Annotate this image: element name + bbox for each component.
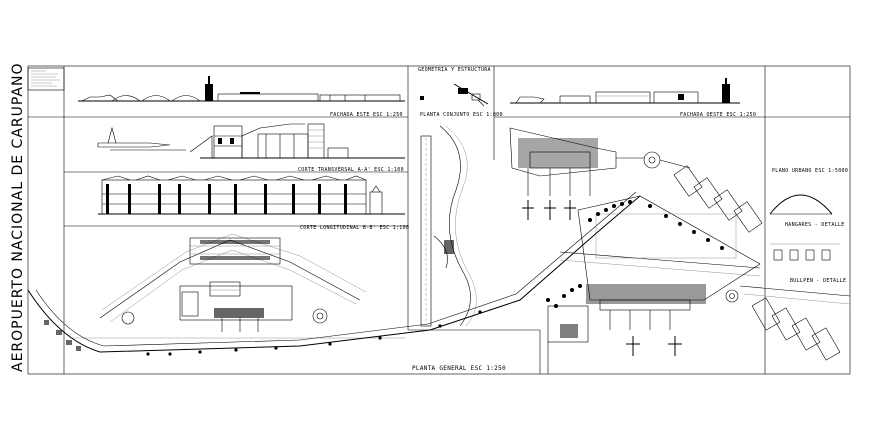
- label-planta-conjunto: PLANTA CONJUNTO ESC 1:800: [420, 112, 503, 118]
- section-corte-aircraft: [97, 123, 405, 159]
- geometria-diagram: [420, 83, 489, 107]
- label-fachada-este: FACHADA ESTE ESC 1:250: [330, 112, 403, 118]
- upper-aircraft: [522, 200, 576, 220]
- upper-hangars: [673, 165, 763, 233]
- label-fachada-oeste: FACHADA OESTE ESC 1:250: [680, 112, 756, 118]
- label-geometria: GEOMETRIA Y ESTRUCTURA: [418, 67, 491, 73]
- label-hangares: HANGARES - DETALLE: [785, 222, 845, 228]
- plan-terminal-left: [70, 233, 405, 339]
- project-title: AEROPUERTO NACIONAL DE CARUPANO: [10, 63, 26, 372]
- frame-lines: [27, 65, 851, 375]
- lower-left-buildings: [44, 310, 482, 356]
- site-plan-general: [27, 191, 851, 374]
- site-gates: [609, 310, 671, 330]
- site-trees: [546, 200, 724, 308]
- plano-urbano-detail: [769, 194, 840, 261]
- site-aircraft: [626, 336, 682, 356]
- section-corte-transversal: [98, 175, 405, 215]
- terminal-gates: [221, 318, 259, 332]
- label-corte-longitudinal: CORTE LONGITUDINAL B-B' ESC 1:100: [300, 225, 409, 231]
- label-plano-urbano: PLANO URBANO ESC 1:5000: [772, 168, 848, 174]
- elevation-fachada-este: [78, 76, 405, 102]
- label-planta-general: PLANTA GENERAL ESC 1:250: [412, 365, 506, 372]
- label-corte-transversal: CORTE TRANSVERSAL A-A' ESC 1:100: [298, 167, 404, 173]
- site-hangars: [751, 297, 841, 361]
- section-columns: [106, 184, 347, 214]
- upper-gates: [527, 168, 591, 196]
- runway-panel: [420, 125, 477, 327]
- title-block: [27, 67, 65, 91]
- plan-terminal-right-upper: [509, 127, 763, 233]
- elevation-fachada-oeste: [510, 78, 740, 104]
- label-bullpen: BULLPEN - DETALLE: [790, 278, 846, 284]
